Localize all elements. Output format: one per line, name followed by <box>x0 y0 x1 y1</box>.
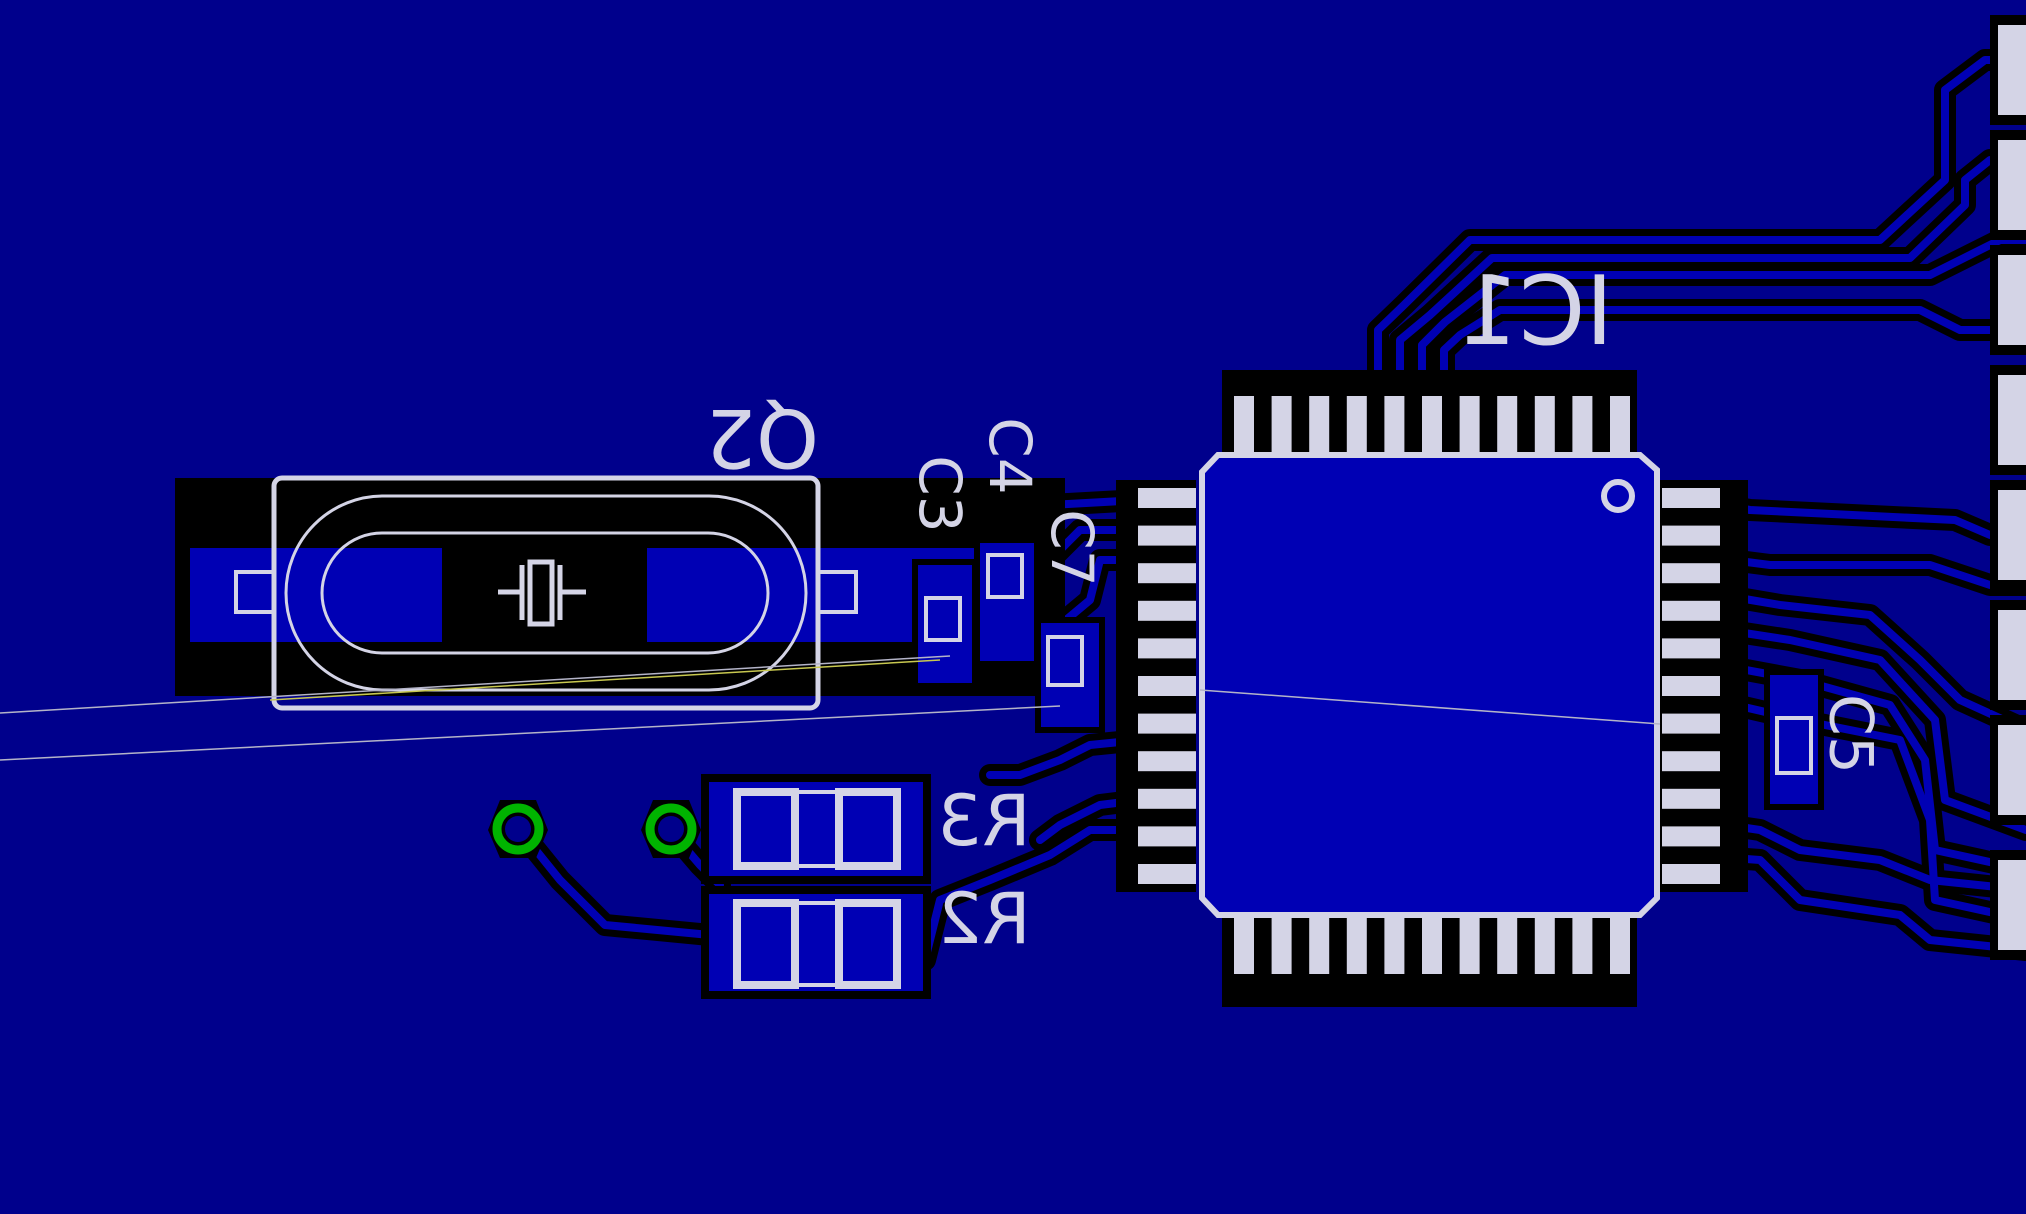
r2-designator: R2 <box>937 878 1030 960</box>
ic1-pad[interactable] <box>1309 918 1330 974</box>
ic1-pad[interactable] <box>1138 864 1196 884</box>
ic1-pad[interactable] <box>1534 396 1555 452</box>
airwires <box>0 655 1661 761</box>
ic1-pad[interactable] <box>1662 713 1720 734</box>
ic1-pad[interactable] <box>1662 864 1720 884</box>
c5-designator: C5 <box>1815 694 1885 774</box>
ic1-pad[interactable] <box>1234 918 1254 974</box>
ic1-pads-bottom[interactable] <box>1234 918 1630 974</box>
ic1-pad[interactable] <box>1309 396 1330 452</box>
ic1-pad[interactable] <box>1346 918 1367 974</box>
ic1-pads-left[interactable] <box>1138 488 1196 884</box>
ic1-pad[interactable] <box>1234 396 1254 452</box>
q2-designator: Q2 <box>705 391 819 484</box>
ic1-pad[interactable] <box>1534 918 1555 974</box>
ic1-pad[interactable] <box>1138 525 1196 546</box>
ic1-pad[interactable] <box>1422 396 1442 452</box>
ic1-pad[interactable] <box>1138 676 1196 696</box>
ic1-pad[interactable] <box>1138 488 1196 508</box>
ic1-pad[interactable] <box>1459 396 1480 452</box>
ic1-pad[interactable] <box>1138 638 1196 659</box>
ic1-pad[interactable] <box>1662 563 1720 584</box>
ic1-pad[interactable] <box>1662 826 1720 847</box>
c4-designator: C4 <box>976 417 1044 494</box>
ic1-pad[interactable] <box>1662 488 1720 508</box>
ic1-pad[interactable] <box>1662 676 1720 696</box>
ic1-pad[interactable] <box>1662 751 1720 772</box>
ic1-pad[interactable] <box>1138 600 1196 621</box>
edge-connector[interactable] <box>1990 15 2026 960</box>
capacitor-c3[interactable] <box>912 559 978 689</box>
ic1-pad[interactable] <box>1138 713 1196 734</box>
ic1-pad[interactable] <box>1384 396 1405 452</box>
c7-designator: C7 <box>1038 509 1106 586</box>
resistor-r2[interactable] <box>701 886 931 999</box>
ic1-pad[interactable] <box>1271 396 1292 452</box>
ic1-pad[interactable] <box>1271 918 1292 974</box>
ic1-pad[interactable] <box>1459 918 1480 974</box>
ic1-pad[interactable] <box>1422 918 1442 974</box>
ic1-pad[interactable] <box>1138 563 1196 584</box>
via-1[interactable] <box>488 800 548 858</box>
capacitor-c4[interactable] <box>974 537 1040 667</box>
ic1-pad[interactable] <box>1610 396 1630 452</box>
ic1-pad[interactable] <box>1572 396 1593 452</box>
ic1-pad[interactable] <box>1138 788 1196 809</box>
ic1-pad[interactable] <box>1662 525 1720 546</box>
ic1-pads-right[interactable] <box>1662 488 1720 884</box>
capacitor-c7[interactable] <box>1035 617 1105 733</box>
ic1-pad[interactable] <box>1662 600 1720 621</box>
ic1-designator: IC1 <box>1459 257 1614 367</box>
capacitor-c5[interactable] <box>1764 669 1824 810</box>
ic1-pad[interactable] <box>1662 638 1720 659</box>
ic1-pad[interactable] <box>1572 918 1593 974</box>
ic1-pad[interactable] <box>1138 751 1196 772</box>
ic1-pad[interactable] <box>1497 918 1518 974</box>
via-2[interactable] <box>641 800 701 858</box>
r3-designator: R3 <box>937 780 1030 862</box>
ic1-pad[interactable] <box>1610 918 1630 974</box>
ic1-pad[interactable] <box>1662 788 1720 809</box>
c3-designator: C3 <box>906 455 974 532</box>
ic1-pad[interactable] <box>1384 918 1405 974</box>
ic1-pad[interactable] <box>1138 826 1196 847</box>
resistor-r3[interactable] <box>701 774 931 884</box>
ic1-pad[interactable] <box>1346 396 1367 452</box>
ic1-pads-top[interactable] <box>1234 396 1630 452</box>
ic1-pad[interactable] <box>1497 396 1518 452</box>
